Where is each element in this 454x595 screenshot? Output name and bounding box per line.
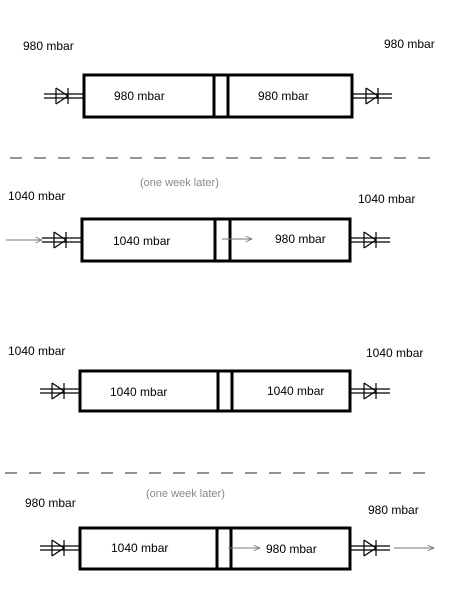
left-check-valve xyxy=(44,87,84,105)
left-check-valve xyxy=(40,539,80,557)
left-check-valve xyxy=(42,231,82,249)
time-note: (one week later) xyxy=(140,177,219,189)
right-check-valve xyxy=(350,539,390,557)
left-chamber-pressure: 1040 mbar xyxy=(111,541,168,555)
scenario-3: 1040 mbar 1040 mbar 1040 mbar 1040 mbar xyxy=(8,344,423,413)
left-chamber-pressure: 980 mbar xyxy=(114,89,165,103)
scenario-1: 980 mbar 980 mbar 980 mbar 980 mbar xyxy=(23,37,435,119)
outside-left-pressure: 1040 mbar xyxy=(8,344,65,358)
left-chamber-pressure: 1040 mbar xyxy=(113,234,170,248)
left-chamber-pressure: 1040 mbar xyxy=(110,385,167,399)
scenario-4: 980 mbar 980 mbar 1040 mbar 980 mbar xyxy=(25,496,434,571)
outside-right-pressure: 980 mbar xyxy=(384,37,435,51)
outside-right-pressure: 1040 mbar xyxy=(366,346,423,360)
time-note: (one week later) xyxy=(146,488,225,500)
chamber-box xyxy=(78,369,352,413)
scenario-2: 1040 mbar 1040 mbar 1040 mbar 980 mbar xyxy=(6,189,415,263)
chamber-box xyxy=(82,73,354,119)
right-chamber-pressure: 980 mbar xyxy=(258,89,309,103)
right-check-valve xyxy=(350,382,390,400)
outside-left-pressure: 980 mbar xyxy=(23,39,74,53)
left-check-valve xyxy=(40,382,80,400)
right-check-valve xyxy=(352,87,392,105)
outside-left-pressure: 980 mbar xyxy=(25,496,76,510)
right-chamber-pressure: 980 mbar xyxy=(266,542,317,556)
chamber-box xyxy=(78,526,352,571)
right-chamber-pressure: 1040 mbar xyxy=(267,384,324,398)
right-check-valve xyxy=(350,231,390,249)
outside-right-pressure: 980 mbar xyxy=(368,503,419,517)
outside-right-pressure: 1040 mbar xyxy=(358,192,415,206)
right-chamber-pressure: 980 mbar xyxy=(275,232,326,246)
outside-left-pressure: 1040 mbar xyxy=(8,189,65,203)
